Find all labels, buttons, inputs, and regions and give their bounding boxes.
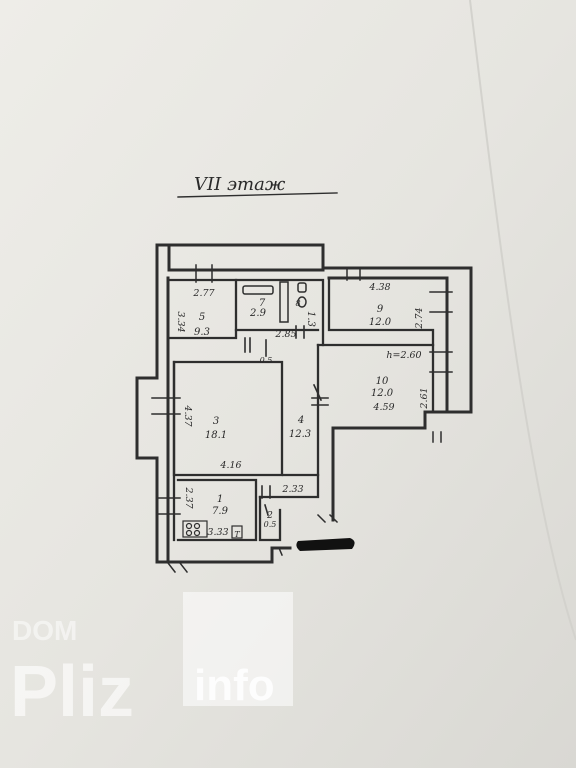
room-4-number: 4	[297, 415, 304, 426]
watermark-box	[183, 592, 293, 706]
bathroom-fixtures	[242, 281, 307, 323]
room-4-area: 12.3	[289, 429, 311, 440]
room-3-area: 18.1	[205, 430, 227, 441]
dimension-0-5: 0.5	[260, 356, 273, 365]
watermark-prefix: DOM	[12, 615, 77, 646]
dimension-2-77: 2.77	[192, 288, 215, 299]
dimension-4-59: 4.59	[372, 402, 394, 413]
kitchen-stove	[182, 520, 243, 539]
window-marks	[151, 264, 453, 574]
redaction-mark	[296, 538, 355, 551]
room-10-area: 12.0	[371, 388, 394, 399]
dimension-3-34: 3.34	[175, 311, 186, 332]
dimension-2-33: 2.33	[281, 484, 303, 495]
room-10-number: 10	[376, 376, 389, 387]
inner-walls	[166, 276, 435, 542]
room-8-area: 1.3	[305, 311, 316, 327]
room-7-number: 7	[259, 298, 266, 309]
title-underline	[177, 192, 338, 198]
door-marks	[244, 325, 329, 516]
room-5-area: 9.3	[194, 327, 210, 338]
room-labels: 5 9.3 7 2.9 8 1.3 9 12.0 10 12.0 3 18.1 …	[194, 298, 394, 529]
watermark-brand-box: info	[194, 661, 275, 710]
dimension-4-38: 4.38	[368, 282, 390, 293]
room-1-number: 1	[217, 494, 223, 505]
room-5-number: 5	[199, 312, 205, 323]
dimension-4-37: 4.37	[182, 404, 193, 427]
dimension-2-37: 2.37	[183, 486, 194, 509]
room-9-area: 12.0	[369, 317, 392, 328]
room-2-area: 0.5	[264, 520, 277, 529]
dimension-2-85: 2.85	[274, 329, 296, 340]
room-9-number: 9	[377, 304, 384, 315]
room-7-area: 2.9	[249, 308, 267, 319]
room-1-area: 7.9	[212, 506, 229, 517]
room-3-number: 3	[213, 416, 219, 427]
dimension-labels: 2.77 3.34 2.85 4.38 2.74 h=2.60 2.61 4.5…	[175, 282, 430, 539]
watermark-logo: DOM Pliz info	[10, 592, 293, 732]
dimension-2-74: 2.74	[414, 307, 425, 329]
dimension-4-16: 4.16	[219, 460, 241, 471]
dimension-3-33: 3.33	[207, 527, 228, 538]
room-2-number: 2	[266, 511, 273, 521]
floor-title: VII этаж	[194, 174, 286, 195]
room-8-number: 8	[295, 299, 300, 308]
dimension-h-2-60: h=2.60	[386, 350, 421, 361]
fixture-t-label: T	[234, 530, 240, 539]
watermark-brand-main: Pliz	[10, 652, 134, 732]
dimension-2-61: 2.61	[419, 387, 430, 409]
